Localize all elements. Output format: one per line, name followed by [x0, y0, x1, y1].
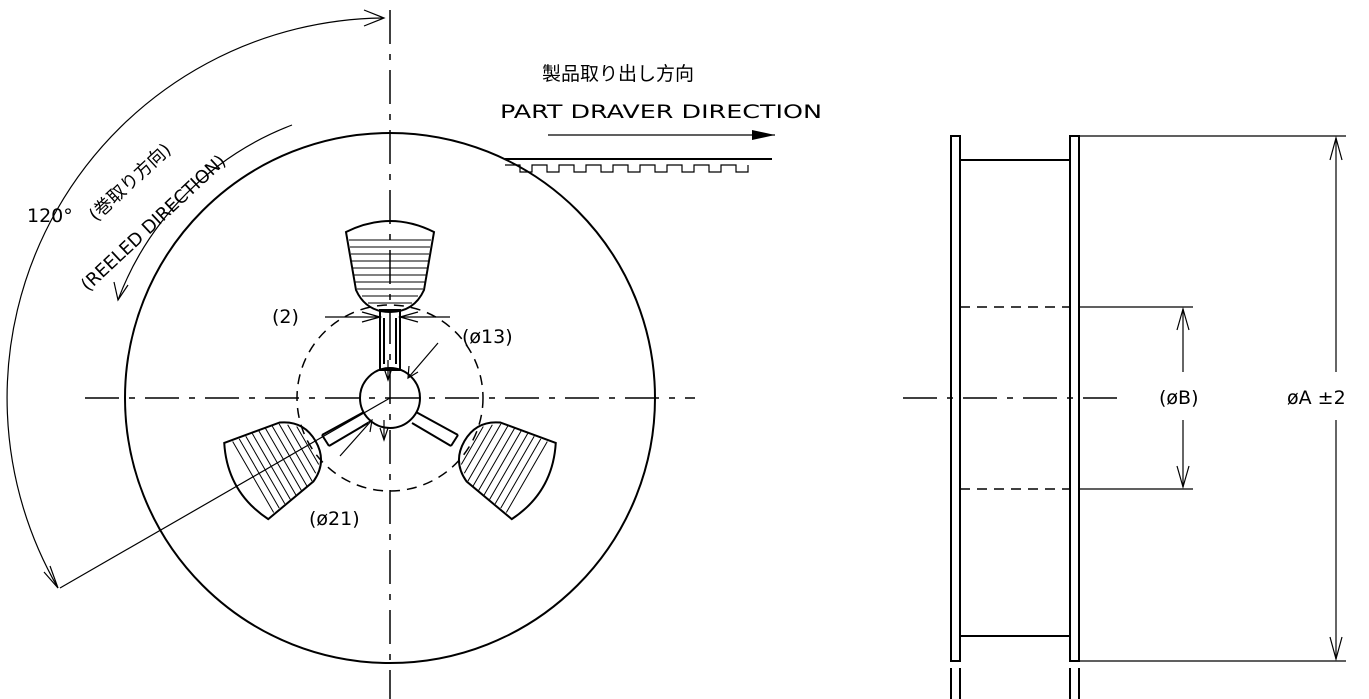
- part-direction-jp-label: 製品取り出し方向: [542, 63, 694, 85]
- angle-dimension: [6, 9, 391, 589]
- hub-dia-leader: [383, 342, 439, 382]
- hub-spokes: [321, 309, 459, 447]
- side-view: (øB) øA ±2: [903, 135, 1346, 699]
- reeled-direction-arrow: [113, 124, 293, 302]
- dim-b-label: (øB): [1159, 387, 1198, 409]
- part-direction-arrow: [548, 130, 775, 140]
- window-right: [457, 421, 557, 521]
- slot-width-label: (2): [272, 306, 299, 328]
- hub-dia-label: (ø13): [462, 326, 513, 348]
- slot-width-dimension: [325, 311, 450, 323]
- hub-center-circle: [359, 367, 421, 429]
- angle-label: 120°: [27, 205, 73, 227]
- window-top: [344, 220, 436, 314]
- carrier-tape: [505, 158, 772, 173]
- part-direction-en-label: PART DRAVER DIRECTION: [500, 101, 822, 123]
- front-view: 製品取り出し方向 PART DRAVER DIRECTION 120° (巻取り…: [6, 9, 822, 699]
- inner-dia-leader: [339, 418, 389, 457]
- inner-dia-label: (ø21): [309, 508, 360, 530]
- dim-a-label: øA ±2: [1287, 387, 1346, 409]
